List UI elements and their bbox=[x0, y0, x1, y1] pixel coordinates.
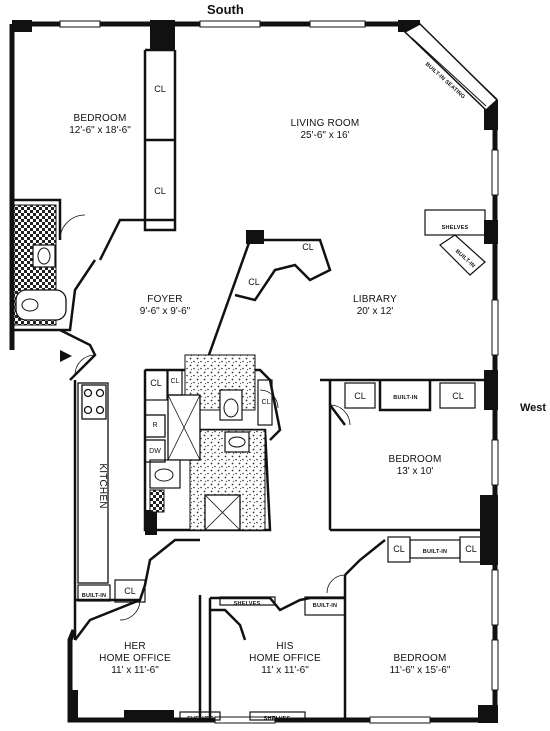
closet-label: CL bbox=[124, 586, 136, 596]
entry-arrow-icon bbox=[60, 350, 72, 362]
room-her-office-name: HER bbox=[124, 641, 146, 652]
closet-label: CL bbox=[261, 399, 271, 406]
room-his-office-name2: HOME OFFICE bbox=[249, 653, 321, 664]
door-swings bbox=[59, 214, 351, 621]
room-foyer-dims: 9'-6" x 9'-6" bbox=[139, 306, 191, 317]
kitchen-counters bbox=[77, 382, 166, 584]
built-in-label: BUILT-IN bbox=[393, 395, 418, 401]
room-her-office-dims: 11' x 11'-6" bbox=[111, 665, 159, 676]
shelves-label: SHELVES bbox=[263, 716, 291, 722]
closet-label: CL bbox=[150, 378, 162, 388]
room-bedroom-top-left-name: BEDROOM bbox=[73, 113, 127, 124]
refrigerator-label: R bbox=[152, 422, 158, 429]
diagonal-window-wall bbox=[403, 23, 499, 112]
built-in-label: BUILT-IN bbox=[81, 593, 107, 599]
dishwasher-label: DW bbox=[149, 448, 161, 455]
room-bedroom-top-left-dims: 12'-6" x 18'-6" bbox=[69, 125, 131, 136]
closet-label: CL bbox=[154, 84, 166, 94]
shelves-label: SHELVES bbox=[233, 601, 261, 607]
closet-label: CL bbox=[154, 186, 166, 196]
bath-middle bbox=[149, 354, 266, 531]
room-living-dims: 25'-6" x 16' bbox=[300, 130, 350, 141]
room-his-office-dims: 11' x 11'-6" bbox=[261, 665, 309, 676]
room-bedroom-mid-dims: 13' x 10' bbox=[396, 466, 434, 477]
closet-label: CL bbox=[302, 242, 314, 252]
room-kitchen-name: KITCHEN bbox=[97, 463, 108, 509]
closet-label: CL bbox=[354, 391, 366, 401]
closet-label: CL bbox=[248, 277, 260, 287]
shelves-label: SHELVES bbox=[187, 716, 214, 722]
room-foyer-name: FOYER bbox=[147, 294, 183, 305]
room-bedroom-bottom-dims: 11'-6" x 15'-6" bbox=[389, 665, 451, 676]
compass-west: West bbox=[520, 402, 547, 414]
shelves-label: SHELVES bbox=[441, 225, 469, 231]
room-bedroom-bottom-name: BEDROOM bbox=[393, 653, 447, 664]
room-library-name: LIBRARY bbox=[352, 294, 397, 305]
closets bbox=[77, 209, 486, 721]
closet-label: CL bbox=[452, 391, 464, 401]
room-living-name: LIVING ROOM bbox=[290, 118, 360, 129]
closet-label: CL bbox=[170, 378, 180, 385]
closet-label: CL bbox=[393, 544, 405, 554]
room-bedroom-mid-name: BEDROOM bbox=[388, 454, 442, 465]
bath-left bbox=[13, 204, 67, 326]
built-in-label: BUILT-IN bbox=[422, 549, 448, 555]
compass-south: South bbox=[207, 2, 244, 17]
room-library-dims: 20' x 12' bbox=[356, 306, 394, 317]
room-her-office-name2: HOME OFFICE bbox=[99, 653, 171, 664]
closet-label: CL bbox=[465, 544, 477, 554]
windows bbox=[59, 20, 499, 724]
room-his-office-name: HIS bbox=[276, 641, 294, 652]
built-in-label: BUILT-IN bbox=[312, 603, 338, 609]
